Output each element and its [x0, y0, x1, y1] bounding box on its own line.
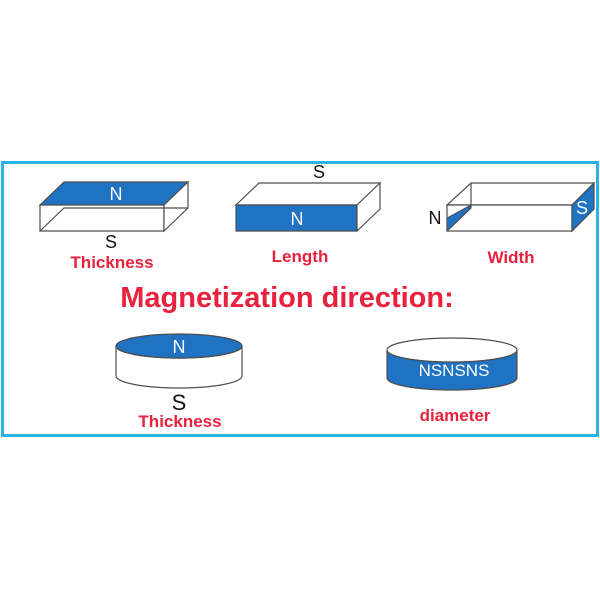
block-width-magnet — [445, 181, 596, 233]
block-length-magnet — [234, 181, 382, 233]
block-thickness-caption: Thickness — [70, 253, 153, 272]
block-thickness-magnet — [38, 180, 190, 233]
block-length-side-face — [356, 181, 381, 233]
block-thickness-south-label: S — [105, 232, 117, 252]
block-width-caption: Width — [487, 248, 534, 267]
disc-thickness-top-face — [115, 333, 243, 359]
block-width-north-label: N — [429, 208, 442, 228]
disc-diameter-caption: diameter — [420, 406, 491, 425]
disc-diameter-pole-label: NSNSNS — [419, 361, 490, 380]
heading: Magnetization direction: — [120, 282, 454, 314]
block-width-right-pole-face — [571, 181, 595, 233]
block-width-hidden-edge — [446, 183, 472, 232]
block-length-top-face — [234, 182, 382, 206]
disc-diameter-top-face — [386, 337, 518, 363]
block-width-top-face — [445, 182, 596, 206]
disc-thickness-north-label: N — [173, 337, 186, 357]
block-length-south-label: S — [313, 162, 325, 182]
block-width-south-label: S — [576, 198, 588, 218]
block-length-north-label: N — [291, 209, 304, 229]
disc-thickness-south-label: S — [172, 390, 187, 415]
block-length-caption: Length — [272, 247, 329, 266]
block-thickness-hidden-edge — [39, 207, 188, 232]
disc-diameter-magnet — [386, 337, 518, 391]
block-thickness-north-label: N — [110, 184, 123, 204]
disc-thickness-caption: Thickness — [138, 412, 221, 431]
disc-thickness-magnet — [115, 333, 243, 389]
block-thickness-front-face — [39, 204, 165, 232]
